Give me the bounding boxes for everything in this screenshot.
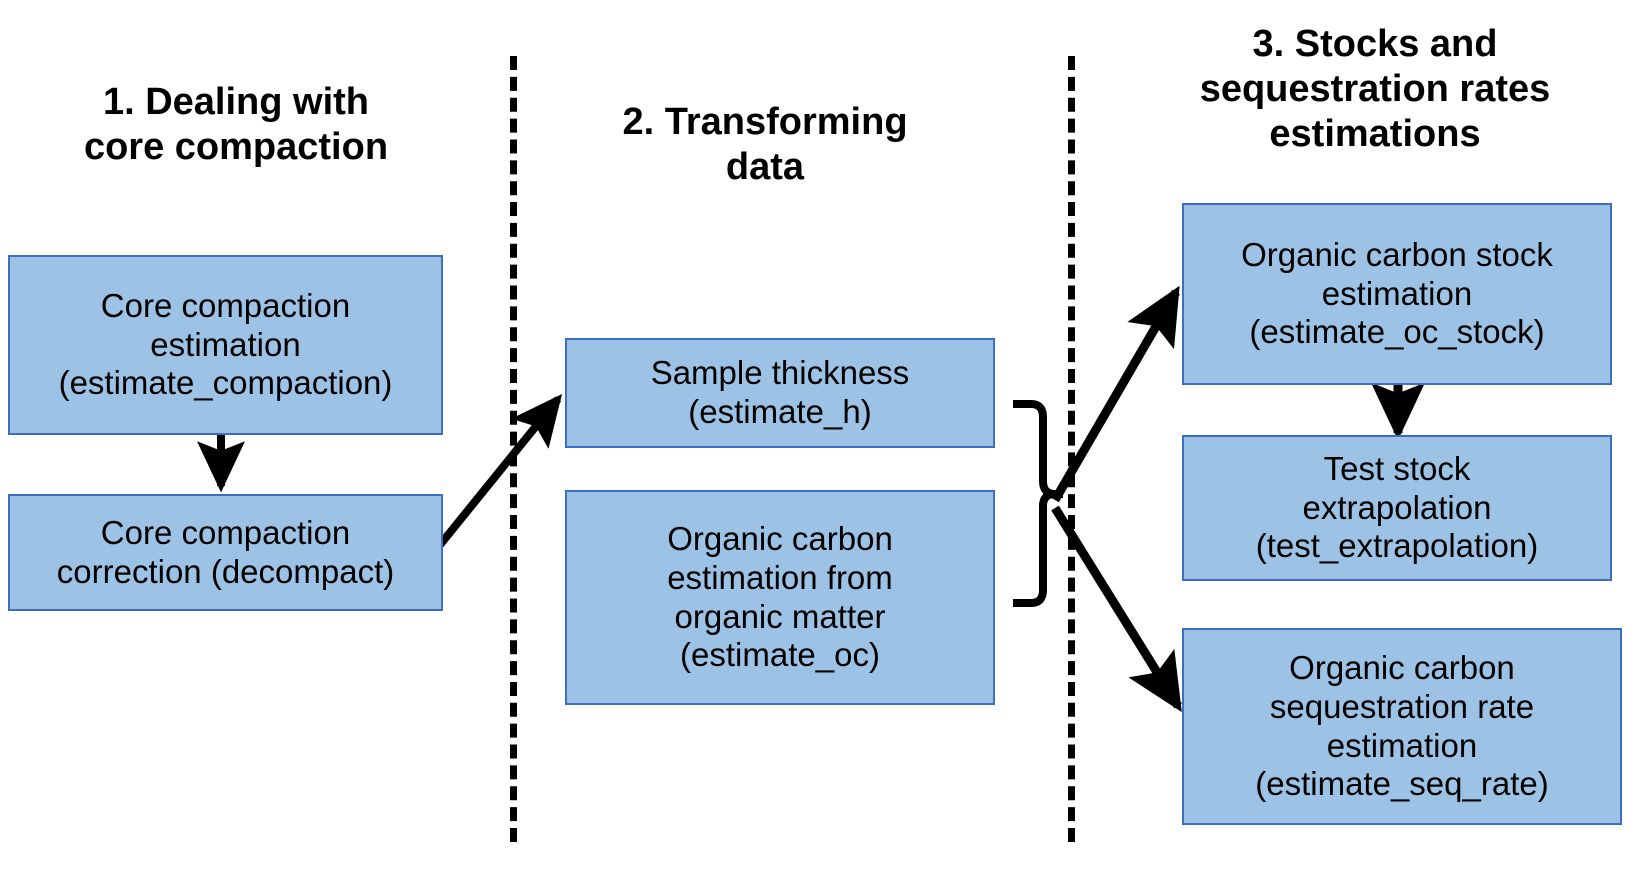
section-title-2: 2. Transforming data <box>622 101 908 188</box>
divider-1 <box>510 56 517 842</box>
node-estimate-oc-stock[interactable]: Organic carbon stock estimation (estimat… <box>1182 203 1612 385</box>
node-estimate-seq-rate[interactable]: Organic carbon sequestration rate estima… <box>1182 628 1622 825</box>
section-title-1: 1. Dealing with core compaction <box>83 81 389 168</box>
section-title-3: 3. Stocks and sequestration rates estima… <box>1199 23 1551 155</box>
divider-2 <box>1068 56 1075 842</box>
node-estimate-oc[interactable]: Organic carbon estimation from organic m… <box>565 490 995 705</box>
brace-transform-outputs <box>1013 400 1063 607</box>
node-test-extrapolation[interactable]: Test stock extrapolation (test_extrapola… <box>1182 435 1612 581</box>
node-estimate-h[interactable]: Sample thickness (estimate_h) <box>565 338 995 448</box>
node-estimate-compaction[interactable]: Core compaction estimation (estimate_com… <box>8 255 443 435</box>
node-decompact[interactable]: Core compaction correction (decompact) <box>8 494 443 611</box>
